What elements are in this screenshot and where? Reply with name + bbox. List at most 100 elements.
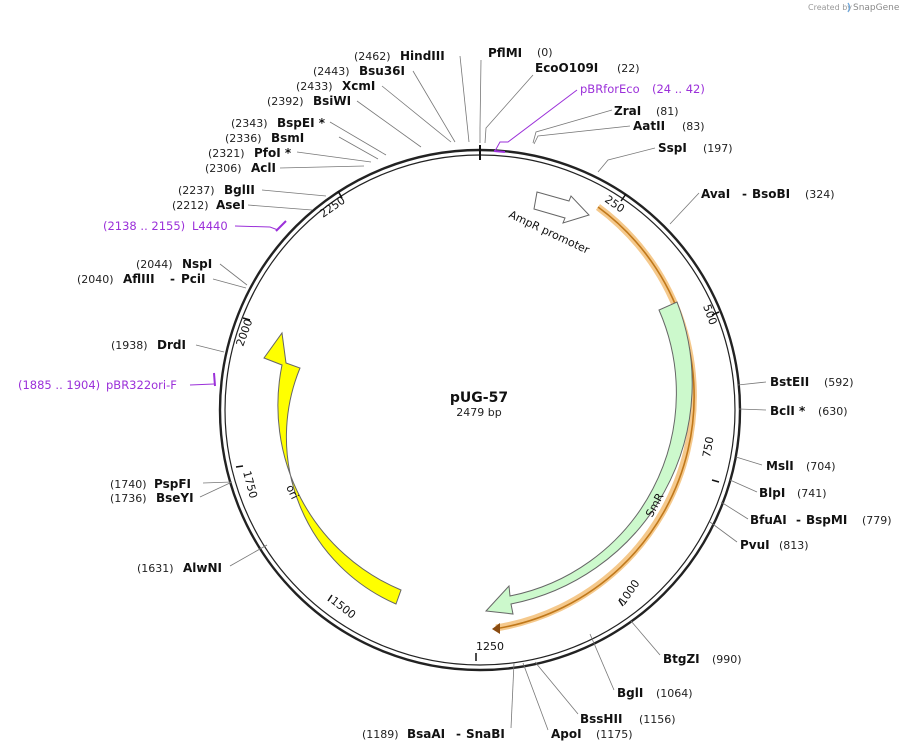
leader-bsiwi	[356, 100, 422, 148]
primer-l4440-name: L4440	[192, 219, 228, 233]
enzyme-pfoi-name[interactable]: PfoI *	[254, 146, 292, 160]
enzyme-bglii-name[interactable]: BglII	[224, 183, 255, 197]
enzyme-bsiwi-name[interactable]: BsiWI	[313, 94, 351, 108]
tick-label-750: 750	[700, 436, 716, 459]
tick-label-1250: 1250	[476, 640, 504, 653]
enzyme-blpi-name[interactable]: BlpI	[759, 486, 785, 500]
enzyme-avai-dash: -	[742, 187, 747, 201]
primer-pbrforeco[interactable]: pBRforEco (24 .. 42)	[493, 82, 705, 153]
enzyme-bsu36i-name[interactable]: Bsu36I	[359, 64, 405, 78]
enzyme-bcli-pos: (630)	[818, 405, 848, 418]
enzyme-bsaai-name[interactable]: BsaAI	[407, 727, 445, 741]
enzyme-xcmi-name[interactable]: XcmI	[342, 79, 375, 93]
enzyme-sspi-name[interactable]: SspI	[658, 141, 687, 155]
leader-ecoo109i	[484, 74, 534, 144]
leader-xcmi	[381, 85, 452, 143]
enzyme-avai-name[interactable]: AvaI	[701, 187, 730, 201]
orf-line-arc	[499, 206, 695, 629]
enzyme-pvui-name[interactable]: PvuI	[740, 538, 770, 552]
feature-ampr-promoter[interactable]: AmpR promoter	[507, 191, 592, 257]
enzyme-alwni-name[interactable]: AlwNI	[183, 561, 222, 575]
enzyme-nspi-pos: (2044)	[136, 258, 173, 271]
enzyme-pflmi-pos: (0)	[537, 46, 553, 59]
feature-smr[interactable]: SmR	[484, 301, 693, 615]
enzyme-bsmi-pos: (2336)	[225, 132, 262, 145]
tick-2250	[337, 190, 343, 199]
enzyme-bspmi-name[interactable]: BspMI	[806, 513, 847, 527]
leader-bsu36i	[412, 70, 456, 143]
primer-pbr322ori[interactable]: (1885 .. 1904) pBR322ori-F	[18, 372, 216, 392]
enzyme-pspfi-name[interactable]: PspFI	[154, 477, 191, 491]
leader-blpi	[729, 479, 758, 493]
enzyme-pcii-name[interactable]: PciI	[181, 272, 206, 286]
enzyme-asei-name[interactable]: AseI	[216, 198, 245, 212]
enzyme-aatii-name[interactable]: AatII	[633, 119, 665, 133]
enzyme-acli-name[interactable]: AclI	[251, 161, 276, 175]
tick-500	[711, 311, 720, 316]
enzyme-bfuai-name[interactable]: BfuAI	[750, 513, 787, 527]
tick-label-2250: 2250	[317, 194, 347, 221]
tick-label-1750: 1750	[240, 469, 260, 499]
enzyme-bsmi-name[interactable]: BsmI	[271, 131, 304, 145]
ampr-promoter-arrow	[533, 191, 590, 224]
primer-pbrforeco-range: (24 .. 42)	[652, 82, 705, 96]
enzyme-afliii-name[interactable]: AflIII	[123, 272, 155, 286]
enzyme-pvui-pos: (813)	[779, 539, 809, 552]
enzyme-drdi-pos: (1938)	[111, 339, 148, 352]
enzyme-msli-name[interactable]: MslI	[766, 459, 794, 473]
enzyme-btgzi-name[interactable]: BtgZI	[663, 652, 700, 666]
leader-bgli	[589, 633, 615, 691]
enzyme-xcmi-pos: (2433)	[296, 80, 333, 93]
enzyme-bgli-name[interactable]: BglI	[617, 686, 643, 700]
enzyme-bseyi-name[interactable]: BseYI	[156, 491, 194, 505]
enzyme-pflmi-name[interactable]: PflMI	[488, 46, 522, 60]
enzyme-bsobi-name[interactable]: BsoBI	[752, 187, 790, 201]
ori-arrow	[263, 331, 402, 605]
enzyme-bsu36i-pos: (2443)	[313, 65, 350, 78]
leader-bsteii	[737, 381, 767, 386]
tick-750	[711, 479, 720, 483]
smr-arrow	[484, 301, 693, 615]
primer-pbr322ori-leader	[189, 383, 215, 386]
enzyme-bspei-name[interactable]: BspEI *	[277, 116, 326, 130]
enzyme-hindiii-name[interactable]: HindIII	[400, 49, 445, 63]
enzyme-bsshii-name[interactable]: BssHII	[580, 712, 622, 726]
snapgene-credit: Created by SnapGene	[808, 2, 900, 13]
enzyme-asei-pos: (2212)	[172, 199, 209, 212]
enzyme-bsteii-name[interactable]: BstEII	[770, 375, 809, 389]
enzyme-alwni-pos: (1631)	[137, 562, 174, 575]
enzyme-ecoo109i-name[interactable]: EcoO109I	[535, 61, 598, 75]
leader-msli	[735, 456, 763, 466]
enzyme-snabi-name[interactable]: SnaBI	[466, 727, 505, 741]
feature-ori[interactable]: ori	[263, 331, 402, 605]
tick-label-2000: 2000	[234, 317, 256, 348]
tick-label-1000: 1000	[616, 577, 643, 607]
ori-label: ori	[283, 483, 301, 501]
plasmid-name: pUG-57	[450, 390, 508, 406]
leader-bspei	[329, 121, 387, 156]
enzyme-afliii-dash: -	[170, 272, 175, 286]
leader-bsmi	[338, 136, 379, 160]
leader-apoi	[522, 662, 549, 731]
enzyme-bsshii-pos: (1156)	[639, 713, 676, 726]
enzyme-apoi-pos: (1175)	[596, 728, 633, 741]
primer-l4440-range: (2138 .. 2155)	[103, 219, 185, 233]
leader-pspfi	[202, 481, 233, 484]
enzyme-blpi-pos: (741)	[797, 487, 827, 500]
enzyme-zrai-name[interactable]: ZraI	[614, 104, 641, 118]
primer-pbr322ori-range: (1885 .. 1904)	[18, 378, 100, 392]
leader-bseyi	[199, 481, 233, 498]
enzyme-apoi-name[interactable]: ApoI	[551, 727, 582, 741]
primer-l4440-leader	[234, 225, 279, 231]
enzyme-bsiwi-pos: (2392)	[267, 95, 304, 108]
enzyme-nspi-name[interactable]: NspI	[182, 257, 212, 271]
enzyme-drdi-name[interactable]: DrdI	[157, 338, 186, 352]
credit-text: Created by	[808, 3, 852, 12]
enzyme-bsteii-pos: (592)	[824, 376, 854, 389]
primer-l4440[interactable]: (2138 .. 2155) L4440	[103, 219, 287, 233]
enzyme-btgzi-pos: (990)	[712, 653, 742, 666]
enzyme-avai-pos: (324)	[805, 188, 835, 201]
enzyme-bcli-name[interactable]: BclI *	[770, 404, 806, 418]
leader-btgzi	[630, 620, 661, 656]
enzyme-bseyi-pos: (1736)	[110, 492, 147, 505]
